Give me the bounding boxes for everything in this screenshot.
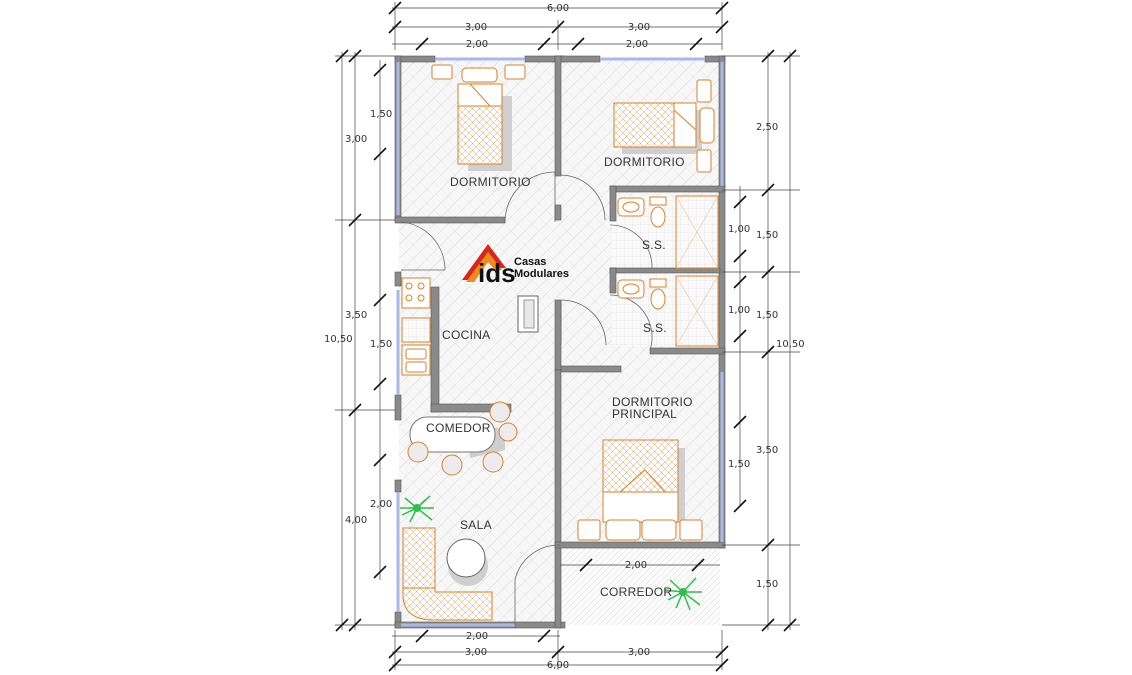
label-ss-bottom: S.S.: [643, 321, 667, 335]
label-comedor: COMEDOR: [426, 421, 491, 435]
plant-sala: [400, 495, 434, 523]
plant-corredor: [664, 577, 702, 611]
dim-right-2: 1,50: [756, 230, 778, 241]
dim-right-in-1: 1,00: [728, 224, 750, 235]
dim-top-inner-left: 2,00: [466, 39, 488, 50]
dim-right-3: 1,50: [756, 310, 778, 321]
dim-top-right: 3,00: [628, 22, 650, 33]
logo-line2: Modulares: [514, 268, 569, 280]
label-principal-2: PRINCIPAL: [612, 407, 677, 421]
dim-top-left: 3,00: [465, 22, 487, 33]
logo-line1: Casas: [514, 256, 546, 268]
dim-top-total: 6,00: [547, 3, 569, 14]
dim-left-2: 3,50: [345, 310, 367, 321]
label-ss-top: S.S.: [642, 238, 666, 252]
dim-top-inner-right: 2,00: [626, 39, 648, 50]
dim-left-3: 4,00: [345, 515, 367, 526]
dim-corredor-width: 2,00: [625, 560, 647, 571]
dimension-lines: [335, 2, 800, 670]
dim-right-4: 3,50: [756, 445, 778, 456]
dim-right-in-3: 1,50: [728, 459, 750, 470]
dim-left-1: 3,00: [345, 134, 367, 145]
label-corredor: CORREDOR: [600, 585, 672, 599]
bed-right: [613, 79, 715, 173]
door-swings: [400, 171, 653, 625]
kitchen-fixtures: [401, 277, 539, 376]
label-sala: SALA: [460, 518, 492, 532]
label-cocina: COCINA: [442, 328, 490, 342]
dim-right-in-2: 1,00: [728, 305, 750, 316]
dim-left-in-1: 1,50: [370, 109, 392, 120]
dim-right-1: 2,50: [756, 122, 778, 133]
dim-bottom-left: 3,00: [465, 647, 487, 658]
logo-mark: ids: [478, 258, 516, 288]
bed-principal: [577, 439, 703, 541]
label-principal-1: DORMITORIO: [612, 395, 693, 409]
bed-left: [431, 64, 526, 171]
dim-bottom-inner: 2,00: [466, 631, 488, 642]
dim-right-5: 1,50: [756, 579, 778, 590]
dim-left-total: 10,50: [324, 334, 353, 345]
living-set: [402, 527, 493, 621]
room-labels: DORMITORIO DORMITORIO S.S. S.S. COCINA C…: [426, 155, 693, 599]
label-dormitorio-left: DORMITORIO: [450, 175, 531, 189]
dim-left-in-3: 2,00: [370, 499, 392, 510]
dimension-ticks: [335, 1, 797, 672]
dimension-labels: 6,00 3,00 3,00 2,00 2,00 2,00 3,00 3,00 …: [324, 3, 805, 671]
dining-set: [407, 401, 518, 476]
dim-right-total: 10,50: [776, 339, 805, 350]
brand-logo: ids Casas Modulares: [462, 244, 569, 288]
label-dormitorio-right: DORMITORIO: [604, 155, 685, 169]
dim-bottom-right: 3,00: [628, 647, 650, 658]
windows: [396, 57, 724, 627]
bathroom-fixtures: [617, 195, 719, 347]
dim-left-in-2: 1,50: [370, 339, 392, 350]
dim-bottom-total: 6,00: [547, 660, 569, 671]
